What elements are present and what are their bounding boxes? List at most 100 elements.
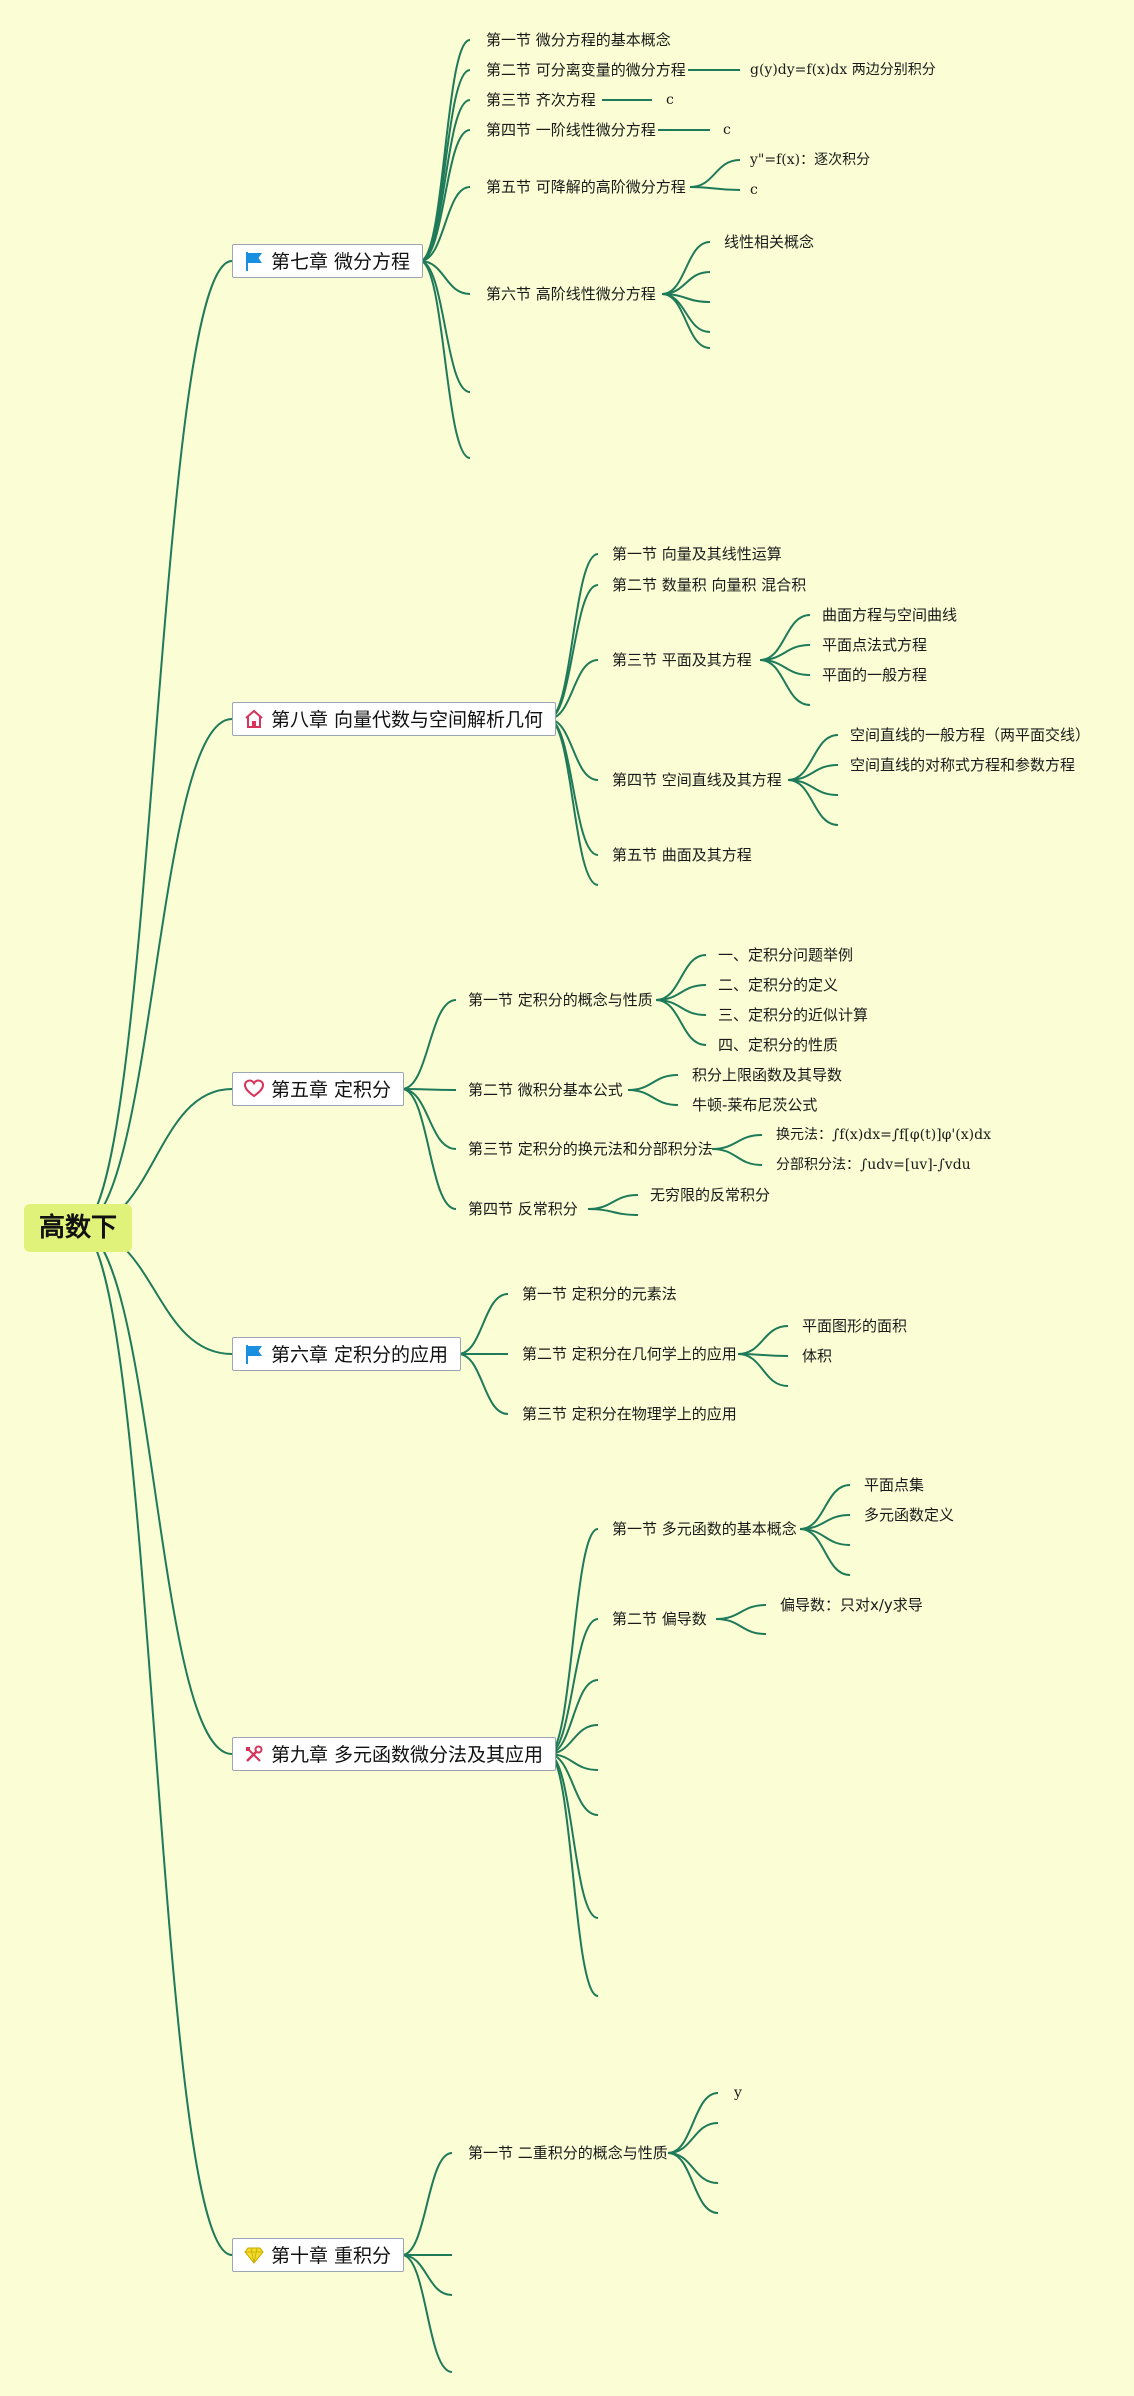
chapter-9-label: 第九章 多元函数微分法及其应用 bbox=[271, 1744, 544, 1766]
detail-label[interactable]: c bbox=[666, 92, 674, 108]
detail-label[interactable]: 平面点集 bbox=[864, 1476, 925, 1494]
chapter-8-label: 第八章 向量代数与空间解析几何 bbox=[271, 709, 544, 731]
detail-label[interactable]: 分部积分法：∫udv=[uv]-∫vdu bbox=[776, 1157, 971, 1173]
section-label[interactable]: 第六节 高阶线性微分方程 bbox=[486, 285, 656, 303]
section-label[interactable]: 第三节 定积分在物理学上的应用 bbox=[522, 1405, 737, 1423]
section-label[interactable]: 第一节 定积分的概念与性质 bbox=[468, 991, 653, 1009]
detail-label[interactable]: 牛顿-莱布尼茨公式 bbox=[692, 1096, 818, 1114]
chapter-7-node[interactable]: 第七章 微分方程 bbox=[232, 244, 424, 278]
section-label[interactable]: 第二节 偏导数 bbox=[612, 1610, 707, 1628]
connector-curve bbox=[667, 2152, 719, 2214]
detail-label[interactable]: 一、定积分问题举例 bbox=[718, 946, 854, 964]
connector-curve bbox=[661, 271, 711, 295]
detail-label[interactable]: 体积 bbox=[802, 1347, 833, 1365]
connector-curve bbox=[655, 999, 707, 1046]
connector-curve bbox=[787, 779, 839, 826]
tools-icon bbox=[243, 1741, 265, 1762]
section-label[interactable]: 第一节 向量及其线性运算 bbox=[612, 545, 782, 563]
detail-label[interactable]: 无穷限的反常积分 bbox=[650, 1186, 771, 1204]
section-label[interactable]: 第一节 定积分的元素法 bbox=[522, 1285, 677, 1303]
connector-curve bbox=[77, 718, 233, 1229]
detail-label[interactable]: 平面的一般方程 bbox=[822, 666, 928, 684]
connector-curve bbox=[419, 260, 471, 393]
section-label[interactable]: 第五节 可降解的高阶微分方程 bbox=[486, 178, 686, 196]
blue-flag-icon bbox=[243, 1341, 265, 1364]
detail-label[interactable]: y"=f(x)：逐次积分 bbox=[750, 152, 871, 168]
detail-label[interactable]: 偏导数：只对x/y求导 bbox=[780, 1596, 923, 1614]
detail-label[interactable]: 换元法：∫f(x)dx=∫f[φ(t)]φ'(x)dx bbox=[776, 1127, 991, 1143]
connector-curve bbox=[587, 1194, 639, 1210]
connector-curve bbox=[419, 69, 471, 262]
section-label[interactable]: 第四节 空间直线及其方程 bbox=[612, 771, 782, 789]
detail-label[interactable]: 四、定积分的性质 bbox=[718, 1036, 839, 1054]
section-label[interactable]: 第二节 定积分在几何学上的应用 bbox=[522, 1345, 737, 1363]
connector-curve bbox=[547, 553, 599, 720]
section-label[interactable]: 第三节 平面及其方程 bbox=[612, 651, 752, 669]
chapter-6-label: 第六章 定积分的应用 bbox=[271, 1344, 449, 1366]
blue-flag-icon bbox=[243, 248, 265, 271]
chapter-10-label: 第十章 重积分 bbox=[271, 2245, 392, 2267]
section-label[interactable]: 第一节 微分方程的基本概念 bbox=[486, 31, 671, 49]
detail-label[interactable]: 线性相关概念 bbox=[724, 233, 815, 251]
connector-curve bbox=[547, 1528, 599, 1755]
detail-label[interactable]: g(y)dy=f(x)dx 两边分别积分 bbox=[750, 62, 936, 78]
detail-label[interactable]: 平面点法式方程 bbox=[822, 636, 928, 654]
section-label[interactable]: 第五节 曲面及其方程 bbox=[612, 846, 752, 864]
chapter-10-node[interactable]: 第十章 重积分 bbox=[232, 2238, 405, 2272]
connector-curve bbox=[711, 1148, 763, 1166]
chapter-9-node[interactable]: 第九章 多元函数微分法及其应用 bbox=[232, 1737, 557, 1771]
chapter-5-label: 第五章 定积分 bbox=[271, 1079, 392, 1101]
section-label[interactable]: 第四节 一阶线性微分方程 bbox=[486, 121, 656, 139]
section-label[interactable]: 第二节 微积分基本公式 bbox=[468, 1081, 623, 1099]
connector-curve bbox=[689, 159, 741, 188]
detail-label[interactable]: 曲面方程与空间曲线 bbox=[822, 606, 958, 624]
connector-curve bbox=[689, 186, 741, 191]
chapter-7-label: 第七章 微分方程 bbox=[271, 251, 411, 273]
connector-curve bbox=[457, 1293, 509, 1355]
connector-curve bbox=[547, 584, 599, 720]
chapter-8-node[interactable]: 第八章 向量代数与空间解析几何 bbox=[232, 702, 557, 736]
connector-curve bbox=[661, 293, 711, 349]
detail-label[interactable]: 三、定积分的近似计算 bbox=[718, 1006, 869, 1024]
diamond-icon bbox=[243, 2242, 265, 2264]
connector-curve bbox=[401, 2254, 453, 2373]
section-label[interactable]: 第二节 可分离变量的微分方程 bbox=[486, 61, 686, 79]
home-icon bbox=[243, 706, 265, 728]
connector-curve bbox=[401, 999, 457, 1090]
section-label[interactable]: 第二节 数量积 向量积 混合积 bbox=[612, 576, 807, 594]
connector-curve bbox=[401, 1088, 457, 1091]
connector-curve bbox=[759, 659, 811, 706]
section-label[interactable]: 第四节 反常积分 bbox=[468, 1200, 578, 1218]
section-label[interactable]: 第一节 多元函数的基本概念 bbox=[612, 1520, 797, 1538]
connector-curve bbox=[547, 718, 599, 856]
detail-label[interactable]: 多元函数定义 bbox=[864, 1506, 955, 1524]
connector-curve bbox=[667, 2152, 719, 2184]
detail-label[interactable]: c bbox=[750, 182, 758, 198]
connector-curve bbox=[419, 99, 471, 262]
section-label[interactable]: 第三节 齐次方程 bbox=[486, 91, 596, 109]
connector-curve bbox=[799, 1528, 851, 1576]
connector-curve bbox=[737, 1353, 789, 1387]
detail-label[interactable]: y bbox=[734, 2085, 742, 2101]
detail-label[interactable]: 积分上限函数及其导数 bbox=[692, 1066, 843, 1084]
connector-curve bbox=[737, 1325, 789, 1355]
connector-curve bbox=[661, 293, 711, 333]
section-label[interactable]: 第三节 定积分的换元法和分部积分法 bbox=[468, 1140, 713, 1158]
detail-label[interactable]: 平面图形的面积 bbox=[802, 1317, 908, 1335]
connector-curve bbox=[715, 1618, 767, 1635]
connector-curve bbox=[419, 186, 471, 262]
root-node[interactable]: 高数下 bbox=[24, 1204, 132, 1252]
connector-curve bbox=[457, 1353, 509, 1415]
detail-label[interactable]: 空间直线的对称式方程和参数方程 bbox=[850, 756, 1076, 774]
detail-label[interactable]: 二、定积分的定义 bbox=[718, 976, 839, 994]
connector-curve bbox=[77, 1227, 233, 2256]
connector-curve bbox=[401, 1088, 457, 1210]
connector-curve bbox=[715, 1604, 767, 1620]
connector-curve bbox=[419, 39, 471, 262]
section-label[interactable]: 第一节 二重积分的概念与性质 bbox=[468, 2144, 668, 2162]
chapter-6-node[interactable]: 第六章 定积分的应用 bbox=[232, 1337, 462, 1371]
chapter-5-node[interactable]: 第五章 定积分 bbox=[232, 1072, 405, 1106]
detail-label[interactable]: 空间直线的一般方程（两平面交线） bbox=[850, 726, 1091, 744]
detail-label[interactable]: c bbox=[723, 122, 731, 138]
